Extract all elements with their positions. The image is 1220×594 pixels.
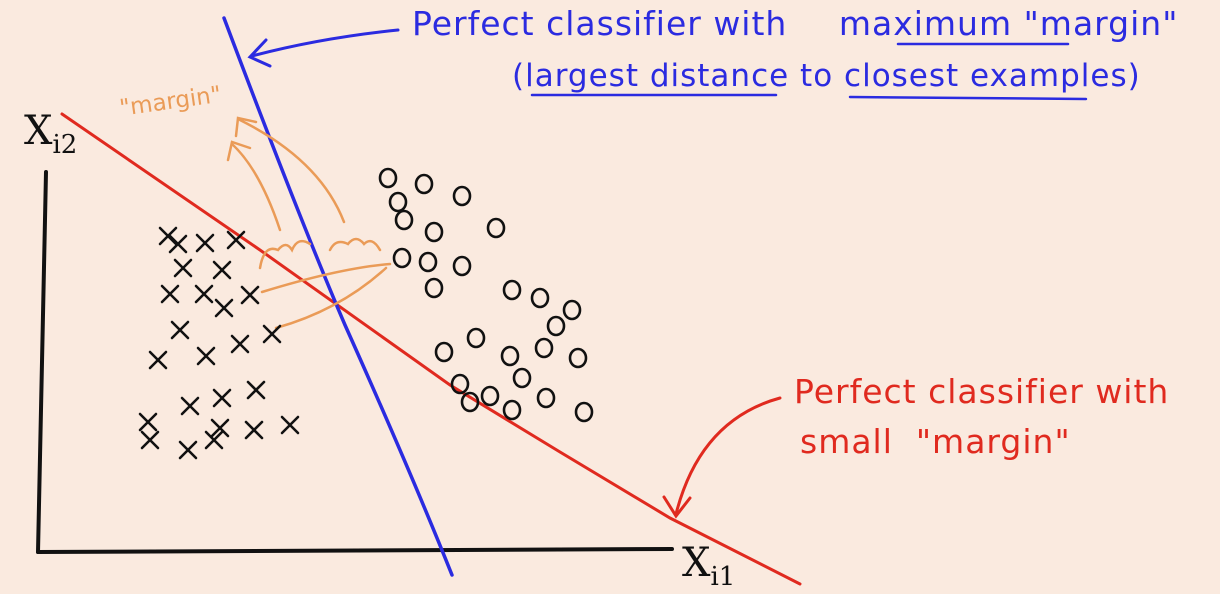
o-class-marker xyxy=(568,347,588,369)
max-margin-margin-text: "margin" xyxy=(1023,4,1179,43)
o-class-marker xyxy=(394,209,414,231)
underline-closest-examples xyxy=(848,95,1088,101)
y-axis xyxy=(36,170,48,554)
o-class-marker xyxy=(450,373,470,395)
small-margin-annotation-line1: Perfect classifier with xyxy=(794,372,1170,411)
max-margin-closest-examples-text: closest examples xyxy=(844,58,1128,94)
o-class-marker xyxy=(392,247,412,269)
x-axis-label-main: X xyxy=(682,540,711,586)
x-class-marker xyxy=(173,258,193,278)
small-margin-arrowhead xyxy=(662,495,692,519)
o-class-points xyxy=(378,167,594,423)
o-class-marker xyxy=(418,251,438,273)
max-margin-arrow xyxy=(250,28,400,58)
top-annotation-underlines xyxy=(530,42,1088,101)
o-class-marker xyxy=(502,279,522,301)
margin-pointer-x2 xyxy=(274,266,388,330)
y-axis-label: Xi2 xyxy=(24,108,77,160)
o-class-marker xyxy=(500,345,520,367)
margin-brace-right xyxy=(328,237,382,252)
o-class-marker xyxy=(452,255,472,277)
x-class-marker xyxy=(226,230,246,250)
x-class-marker xyxy=(160,284,180,304)
x-class-marker xyxy=(148,350,168,370)
o-class-marker xyxy=(546,315,566,337)
x-class-marker xyxy=(158,226,178,246)
y-axis-label-sub: i2 xyxy=(52,130,78,160)
margin-annotation-group xyxy=(226,116,392,330)
o-class-marker xyxy=(388,191,408,213)
max-margin-maximum-text: maximum xyxy=(838,4,1013,43)
max-margin-to-text: to xyxy=(800,58,834,94)
x-class-points xyxy=(138,226,300,460)
margin-arrow-curve-1 xyxy=(230,142,282,232)
x-class-marker xyxy=(195,233,215,253)
x-class-marker xyxy=(204,430,224,450)
x-class-marker xyxy=(230,334,250,354)
o-class-marker xyxy=(536,387,556,409)
small-margin-annotation-line2: small "margin" xyxy=(800,422,1071,461)
o-class-marker xyxy=(534,337,554,359)
o-class-marker xyxy=(424,221,444,243)
o-class-marker xyxy=(530,287,550,309)
x-class-marker xyxy=(140,430,160,450)
y-axis-label-main: X xyxy=(24,108,53,154)
margin-brace-left xyxy=(258,239,312,270)
max-margin-annotation-line2: (largest distance to closest examples) xyxy=(512,58,1141,94)
x-class-marker xyxy=(168,234,188,254)
margin-arrow-curve-2 xyxy=(238,118,346,224)
x-class-marker xyxy=(244,420,264,440)
o-class-marker xyxy=(434,341,454,363)
max-margin-largest-distance-text: largest distance xyxy=(525,58,790,94)
x-class-marker xyxy=(280,415,300,435)
small-margin-classifier-line xyxy=(60,112,802,586)
x-class-marker xyxy=(138,412,158,432)
o-class-marker xyxy=(466,327,486,349)
o-class-marker xyxy=(574,401,594,423)
max-margin-classifier-line xyxy=(222,16,454,577)
o-class-marker xyxy=(414,173,434,195)
x-class-marker xyxy=(240,285,260,305)
x-class-marker xyxy=(246,380,266,400)
margin-arrowhead-2 xyxy=(234,116,258,138)
margin-pointer-x1 xyxy=(260,262,392,294)
x-axis-label: Xi1 xyxy=(682,540,735,592)
o-class-marker xyxy=(512,367,532,389)
o-class-marker xyxy=(486,217,506,239)
x-class-marker xyxy=(196,346,216,366)
max-margin-close-paren: ) xyxy=(1127,58,1141,94)
o-class-marker xyxy=(460,391,480,413)
small-margin-arrow xyxy=(674,396,782,516)
o-class-marker xyxy=(452,185,472,207)
x-class-marker xyxy=(212,260,232,280)
x-class-marker xyxy=(262,324,282,344)
o-class-marker xyxy=(378,167,398,189)
x-class-marker xyxy=(214,298,234,318)
x-class-marker xyxy=(180,396,200,416)
max-margin-arrowhead xyxy=(247,38,272,68)
o-class-marker xyxy=(424,277,444,299)
x-axis xyxy=(36,547,674,554)
x-class-marker xyxy=(194,284,214,304)
o-class-marker xyxy=(480,385,500,407)
o-class-marker xyxy=(562,299,582,321)
x-class-marker xyxy=(170,320,190,340)
x-class-marker xyxy=(178,440,198,460)
x-class-marker xyxy=(210,418,230,438)
x-axis-label-sub: i1 xyxy=(710,562,736,592)
max-margin-open-paren: ( xyxy=(512,58,526,94)
max-margin-annotation-line1: Perfect classifier with maximum "margin" xyxy=(412,4,1178,43)
max-margin-prefix-text: Perfect classifier with xyxy=(412,4,788,43)
o-class-marker xyxy=(502,399,522,421)
x-class-marker xyxy=(212,388,232,408)
margin-arrowhead-1 xyxy=(226,140,252,162)
